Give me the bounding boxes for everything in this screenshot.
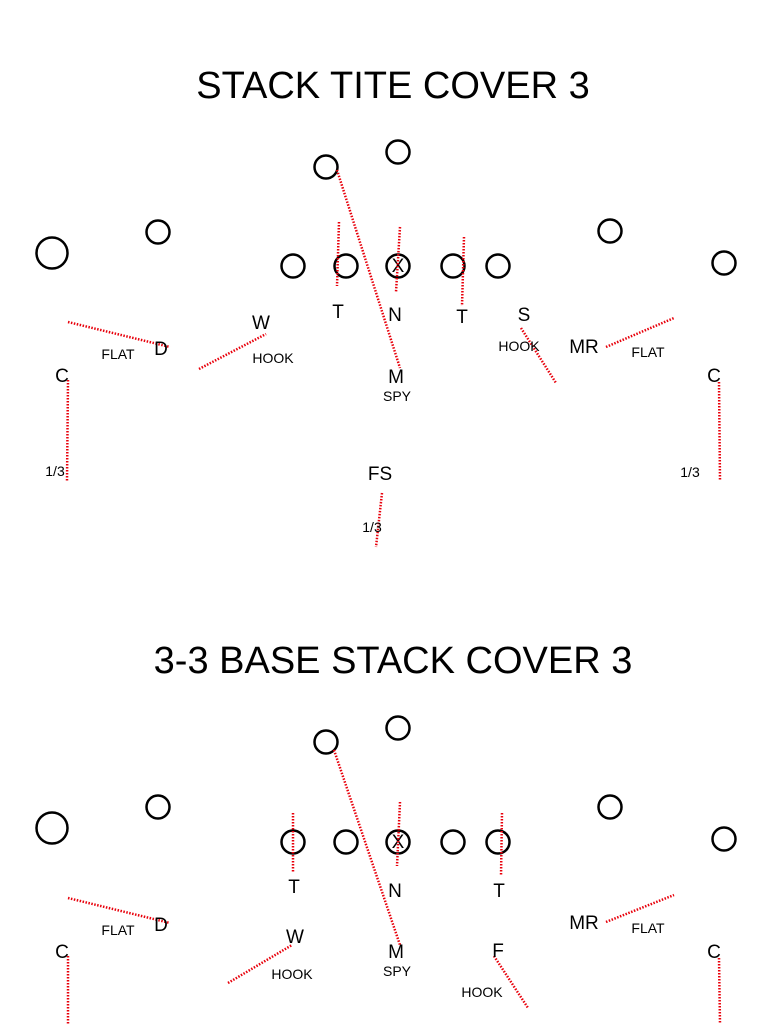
position-label-c: C [707,942,721,963]
zone-labels: FLAT HOOK HOOK FLAT SPY 1/3 1/3 1/3 [45,338,700,535]
zone-label-flat: FLAT [631,920,665,936]
position-label-t: T [456,307,468,328]
offense-player [35,236,69,270]
route-line [605,893,675,924]
position-label-w: W [286,927,304,948]
zone-label-hook: HOOK [271,966,313,982]
route-line [227,943,293,985]
route-line [65,379,70,482]
offense-player [440,253,466,279]
offense-player [333,253,359,279]
position-label-c: C [707,366,721,387]
offense-players: X [35,715,737,855]
offense-player [485,253,511,279]
position-label-n: N [388,305,402,326]
offense-player [145,219,171,245]
route-line [492,955,530,1009]
route-line [605,316,675,349]
zone-label-flat: FLAT [101,346,135,362]
position-label-d: D [154,339,168,360]
offense-player [597,218,623,244]
offense-player [485,829,511,855]
position-label-t: T [493,881,505,902]
route-line [198,332,267,371]
offense-player [145,794,171,820]
zone-label-hook: HOOK [252,350,294,366]
offense-player [313,729,339,755]
offense-player [597,794,623,820]
offense-player [385,715,411,741]
offense-player [35,811,69,845]
position-label-mr: MR [569,913,599,934]
position-label-f: F [492,941,504,962]
position-label-c: C [55,366,69,387]
zone-label-hook: HOOK [461,984,503,1000]
zone-label-spy: SPY [383,963,412,979]
position-label-c: C [55,942,69,963]
position-label-fs: FS [368,464,392,485]
zone-label-third: 1/3 [680,464,700,480]
diagram-stack-tite-cover-3: STACK TITE COVER 3 X [35,65,737,548]
routes [66,749,722,1024]
zone-label-flat: FLAT [631,344,665,360]
position-label-d: D [154,915,168,936]
diagram-title: STACK TITE COVER 3 [196,65,589,107]
route-line [717,957,722,1024]
route-line [374,492,384,548]
zone-label-third: 1/3 [362,519,382,535]
route-line [460,236,466,307]
zone-label-hook: HOOK [498,338,540,354]
offense-player [333,829,359,855]
route-line [717,381,722,482]
position-label-mr: MR [569,337,599,358]
defense-labels: T N T W D MR M F C C [55,877,721,963]
position-label-t: T [332,302,344,323]
offense-player [440,829,466,855]
position-label-t: T [288,877,300,898]
route-line [67,896,171,925]
route-line [67,320,171,349]
offense-player [313,154,339,180]
center-x-label: X [392,832,405,853]
position-label-w: W [252,313,270,334]
defense-labels: T N T S W D MR M C C FS [55,302,721,485]
zone-label-flat: FLAT [101,922,135,938]
position-label-m: M [388,367,404,388]
diagram-title: 3-3 BASE STACK COVER 3 [154,640,633,682]
diagram-3-3-base-stack-cover-3: 3-3 BASE STACK COVER 3 X [35,640,737,1024]
zone-labels: FLAT HOOK HOOK FLAT SPY [101,920,665,1000]
offense-player [385,139,411,165]
route-line [332,749,402,946]
zone-label-third: 1/3 [45,463,65,479]
zone-label-spy: SPY [383,388,412,404]
position-label-m: M [388,942,404,963]
offense-player [711,250,737,276]
offense-player [711,826,737,852]
offense-players: X [35,139,737,279]
route-line [394,226,402,293]
routes [65,169,722,548]
route-line [519,327,558,384]
offense-player [280,253,306,279]
position-label-n: N [388,881,402,902]
position-label-s: S [518,305,531,326]
